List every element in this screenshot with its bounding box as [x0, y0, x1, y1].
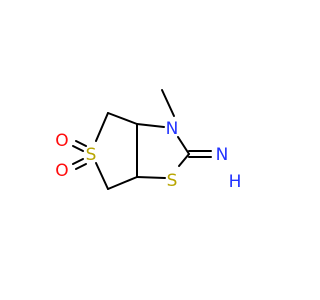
bond-n-to-methyl: [161, 89, 175, 117]
imine-hydrogen-label: H: [229, 172, 242, 192]
atom-labels: O O S S N N H: [55, 119, 241, 192]
bond-thiazole-s-to-ch-bottom: [136, 176, 166, 179]
bond-ch-top-to-n: [136, 123, 165, 128]
bond-n-to-c2: [177, 136, 190, 155]
bond-c2-to-thiazole-s: [178, 153, 190, 167]
imine-nitrogen-label: N: [216, 145, 229, 165]
oxygen-label-upper: O: [55, 131, 68, 151]
bond-s-to-o-lower-2: [75, 163, 87, 170]
bond-s-to-o-upper-2: [72, 145, 84, 152]
bond-ch2-bottom-to-ch-bottom: [107, 176, 138, 190]
bond-ch2-top-to-sulfone-s: [95, 112, 109, 142]
bond-ch2-top-to-ch-top: [107, 112, 138, 125]
bond-sulfone-s-to-ch2-bottom: [95, 162, 109, 190]
thiazole-sulfur-label: S: [167, 171, 178, 191]
sulfone-sulfur-label: S: [86, 145, 97, 165]
ring-nitrogen-label: N: [166, 119, 179, 139]
oxygen-label-lower: O: [55, 161, 68, 181]
bond-s-to-o-lower-1: [72, 158, 84, 165]
bonds: [72, 89, 212, 190]
bond-s-to-o-upper-1: [75, 140, 87, 147]
molecule-structure: O O S S N N H: [55, 89, 241, 192]
